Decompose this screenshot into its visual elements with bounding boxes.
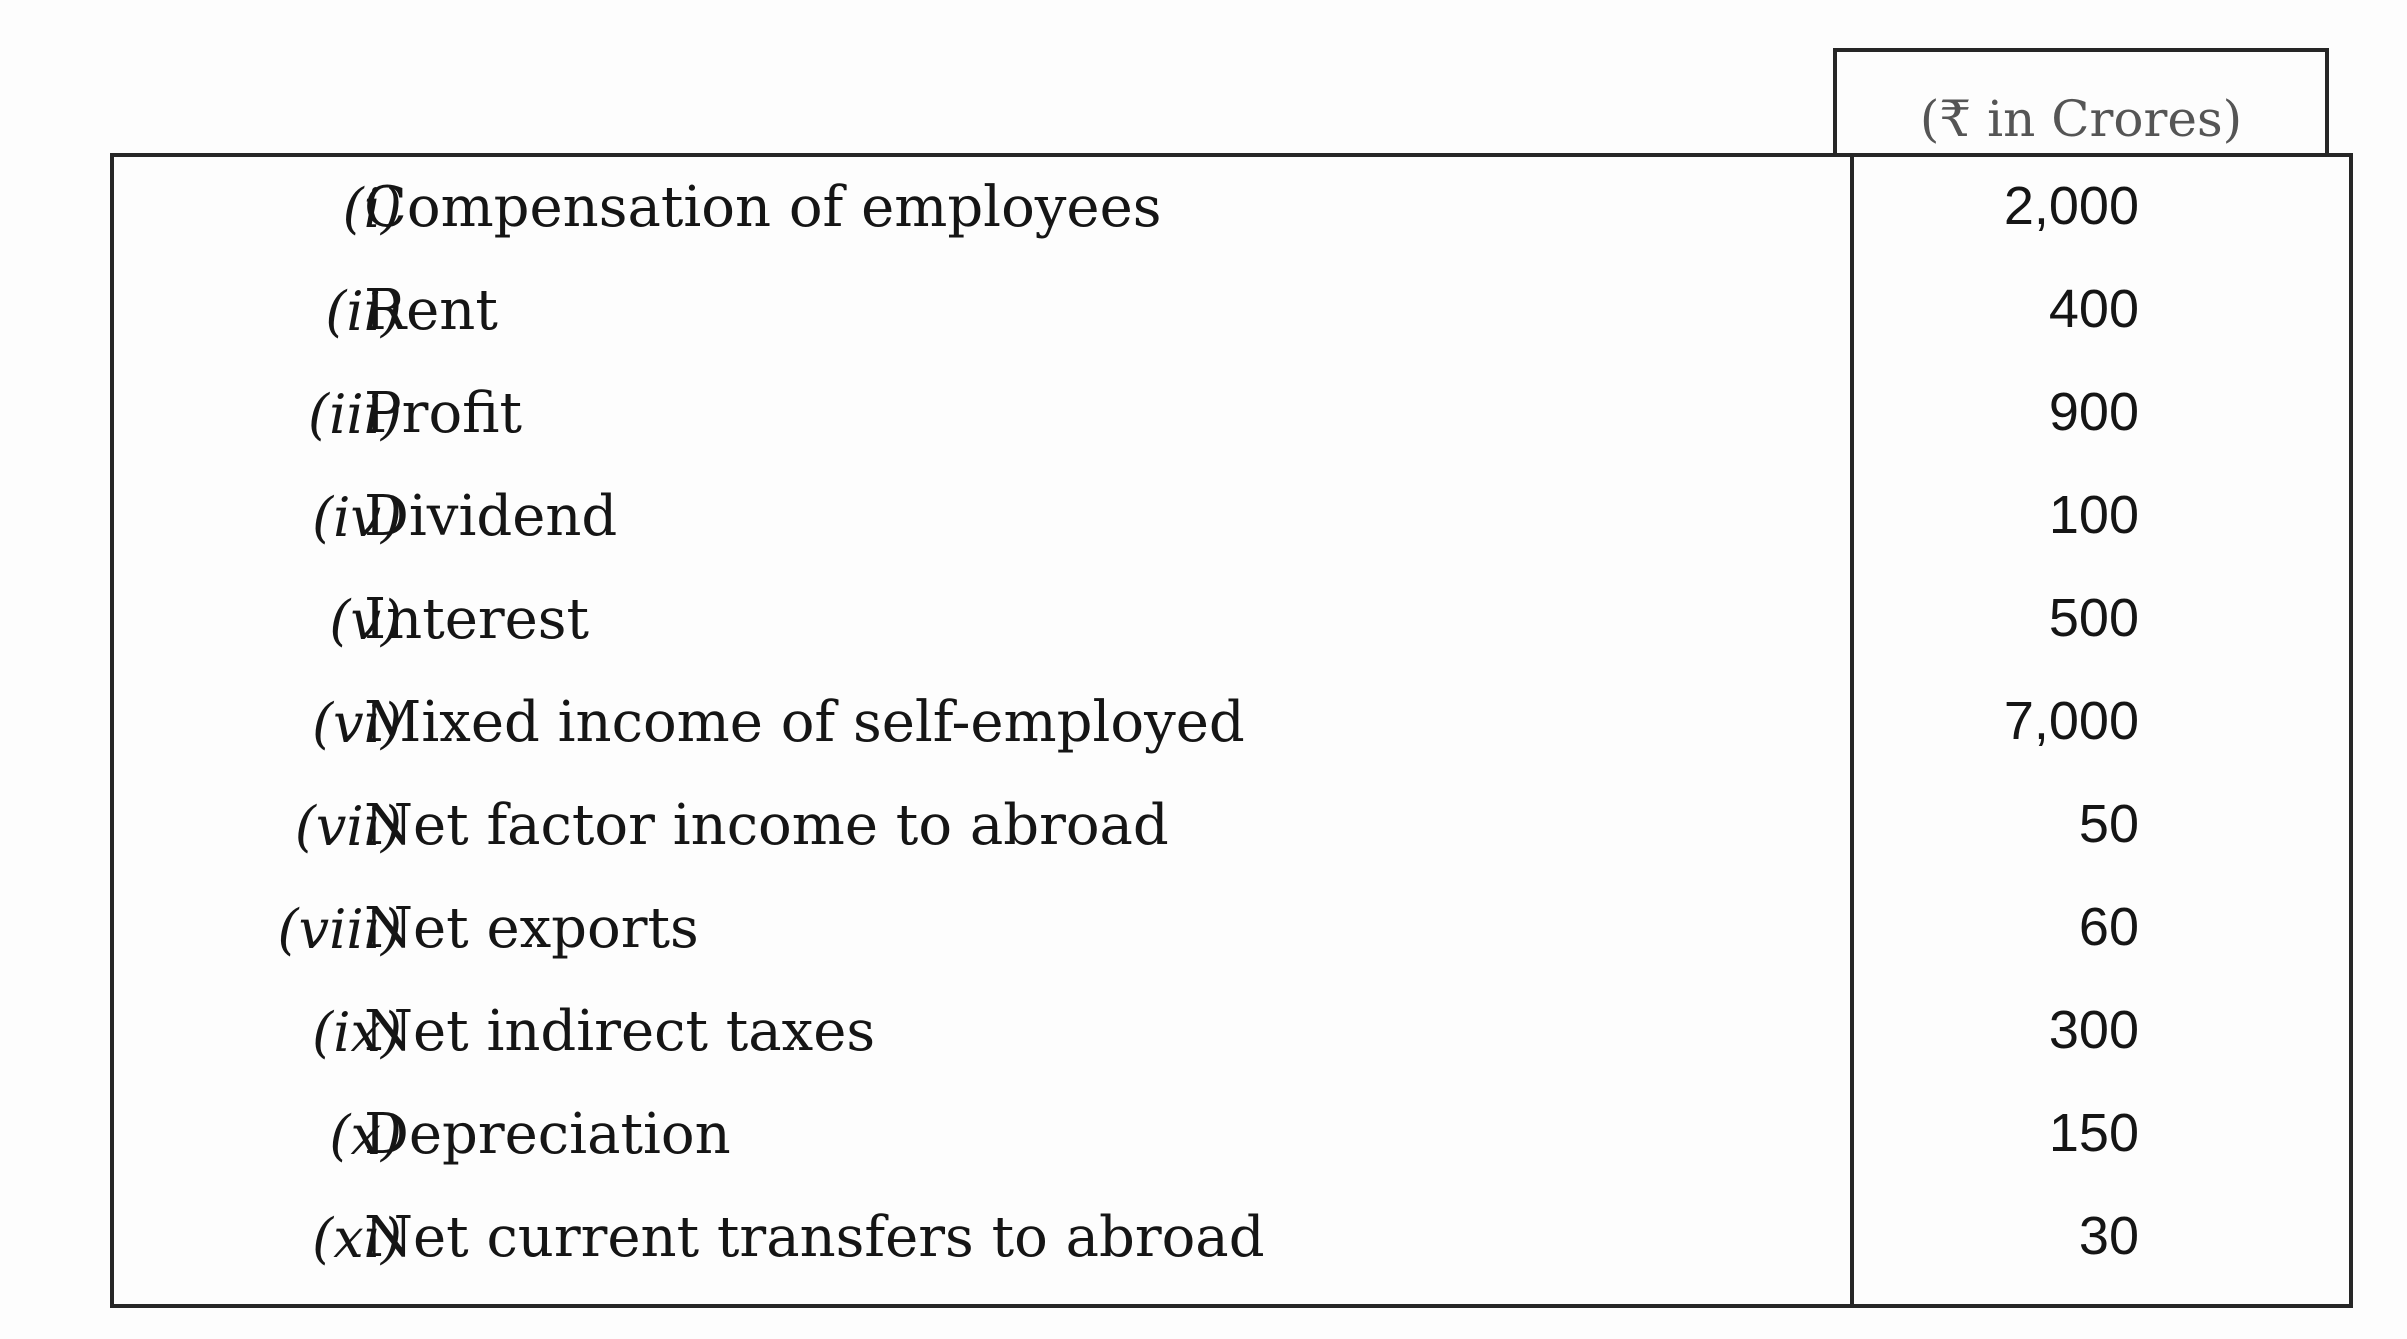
row-value: 400 [2048,279,2139,339]
row-number: (v) [329,589,402,652]
table-row: (i) Compensation of employees 2,000 [114,157,2349,257]
row-value: 150 [2048,1103,2139,1163]
row-number: (ix) [312,1001,402,1064]
unit-label: (₹ in Crores) [1919,90,2243,148]
row-value: 30 [2078,1206,2139,1266]
row-description: Net factor income to abroad [364,793,1169,858]
row-number: (viii) [277,898,402,961]
table-row: (vii) Net factor income to abroad 50 [114,775,2349,875]
table-row: (viii) Net exports 60 [114,878,2349,978]
table-row: (vi) Mixed income of self-employed 7,000 [114,672,2349,772]
row-description: Profit [364,381,523,446]
row-number: (i) [342,177,402,240]
row-value: 500 [2048,588,2139,648]
row-description: Net current transfers to abroad [364,1205,1265,1270]
table-row: (v) Interest 500 [114,569,2349,669]
row-description: Compensation of employees [364,175,1162,240]
row-number: (xi) [312,1207,402,1270]
income-data-table: (i) Compensation of employees 2,000 (ii)… [110,153,2353,1308]
row-value: 60 [2078,897,2139,957]
row-value: 900 [2048,382,2139,442]
row-value: 300 [2048,1000,2139,1060]
row-number: (vi) [312,692,402,755]
row-number: (iii) [308,383,402,446]
unit-header-box: (₹ in Crores) [1833,48,2329,153]
row-description: Rent [364,278,498,343]
row-description: Interest [364,587,589,652]
row-value: 7,000 [2003,691,2139,751]
row-description: Net exports [364,896,699,961]
table-row: (x) Depreciation 150 [114,1084,2349,1184]
table-row: (ii) Rent 400 [114,260,2349,360]
table-row: (iv) Dividend 100 [114,466,2349,566]
column-divider [1850,157,1854,1304]
row-description: Depreciation [364,1102,731,1167]
row-value: 2,000 [2003,176,2139,236]
row-number: (ii) [325,280,402,343]
row-number: (vii) [294,795,402,858]
row-number: (iv) [312,486,402,549]
row-value: 100 [2048,485,2139,545]
row-number: (x) [329,1104,402,1167]
row-description: Net indirect taxes [364,999,876,1064]
row-value: 50 [2078,794,2139,854]
table-row: (iii) Profit 900 [114,363,2349,463]
table-row: (xi) Net current transfers to abroad 30 [114,1187,2349,1287]
table-row: (ix) Net indirect taxes 300 [114,981,2349,1081]
row-description: Dividend [364,484,618,549]
row-description: Mixed income of self-employed [364,690,1245,755]
